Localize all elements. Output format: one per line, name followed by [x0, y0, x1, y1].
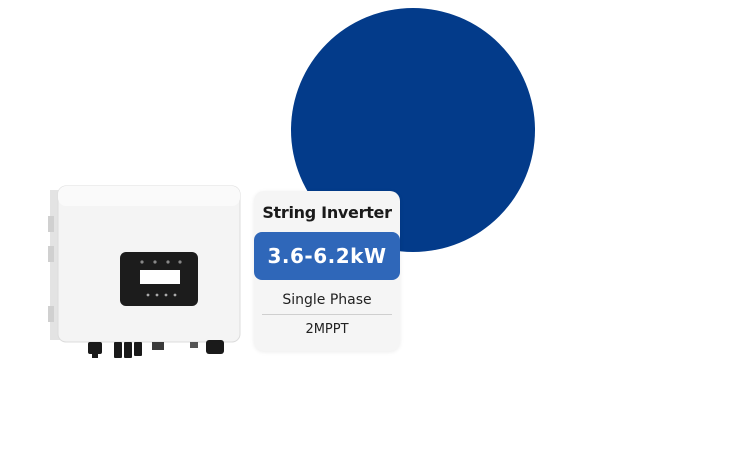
connector-icon: [134, 342, 142, 356]
mppt-label: 2MPPT: [305, 322, 349, 337]
connector-icon: [114, 342, 122, 358]
phase-label: Single Phase: [282, 292, 372, 308]
inverter-image-icon: [48, 185, 241, 358]
led-icon: [166, 260, 170, 264]
product-title: String Inverter: [262, 203, 392, 222]
connector-icon: [152, 342, 164, 350]
led-icon: [140, 260, 144, 264]
inverter-screen: [140, 270, 180, 284]
connector-icon: [92, 352, 98, 358]
button-dot-icon: [164, 293, 168, 297]
led-icon: [178, 260, 182, 264]
button-dot-icon: [173, 293, 177, 297]
button-dot-icon: [146, 293, 150, 297]
inverter-side-tab: [48, 306, 54, 322]
led-icon: [153, 260, 157, 264]
button-dot-icon: [155, 293, 159, 297]
inverter-side-tab: [48, 246, 54, 262]
inverter-top: [58, 186, 240, 206]
power-range-badge: 3.6-6.2kW: [254, 232, 400, 280]
connector-icon: [190, 342, 198, 348]
connector-icon: [206, 340, 224, 354]
connector-icon: [88, 342, 102, 354]
inverter-side-tab: [48, 216, 54, 232]
product-spec-card: String Inverter 3.6-6.2kW Single Phase 2…: [254, 191, 400, 351]
card-divider: [262, 314, 392, 315]
connector-icon: [124, 342, 132, 358]
